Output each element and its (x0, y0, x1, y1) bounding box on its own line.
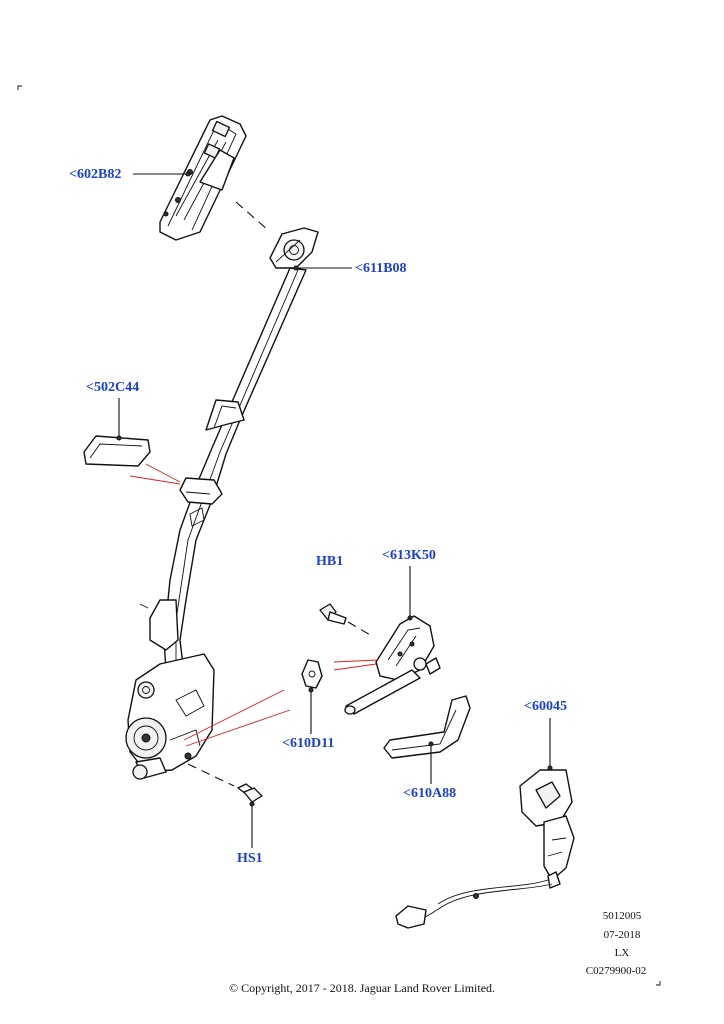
red-guide-lines (129, 463, 379, 747)
copyright-text: © Copyright, 2017 - 2018. Jaguar Land Ro… (228, 981, 496, 995)
stamp-code: C0279900-02 (585, 965, 647, 977)
label-610D11[interactable]: <610D11 (282, 736, 335, 751)
leader-dots (116, 171, 553, 807)
label-611B08[interactable]: <611B08 (355, 261, 407, 276)
pillar-loop-part[interactable] (269, 227, 319, 269)
label-HB1[interactable]: HB1 (316, 554, 344, 569)
stamp-date: 07-2018 (603, 929, 641, 941)
bolt-hs1-part[interactable] (237, 783, 263, 803)
anchor-bracket-part[interactable] (344, 615, 441, 715)
stamp-id: 5012005 (602, 910, 642, 922)
label-502C44[interactable]: <502C44 (86, 380, 140, 395)
label-HS1[interactable]: HS1 (237, 851, 263, 866)
dash-line-hb1 (347, 621, 373, 637)
corner-mark-top-left (17, 85, 22, 90)
label-613K50[interactable]: <613K50 (382, 548, 436, 563)
stamp-model: LX (614, 947, 630, 959)
corner-mark-bottom-right (656, 981, 661, 986)
label-60045[interactable]: <60045 (524, 699, 567, 714)
lower-trim-part[interactable] (383, 695, 471, 759)
retractor-part[interactable] (125, 599, 215, 780)
bracket-610d11-part[interactable] (301, 659, 323, 689)
height-adjuster-part[interactable] (159, 115, 247, 241)
label-602B82[interactable]: <602B82 (69, 167, 122, 182)
buckle-part[interactable] (519, 769, 575, 889)
dash-line-upper (235, 201, 269, 231)
trim-cover-part[interactable] (83, 435, 151, 467)
bolt-hb1-part[interactable] (319, 603, 347, 625)
buckle-cable (395, 879, 553, 929)
dash-line-hs1 (187, 763, 235, 787)
label-610A88[interactable]: <610A88 (403, 786, 457, 801)
